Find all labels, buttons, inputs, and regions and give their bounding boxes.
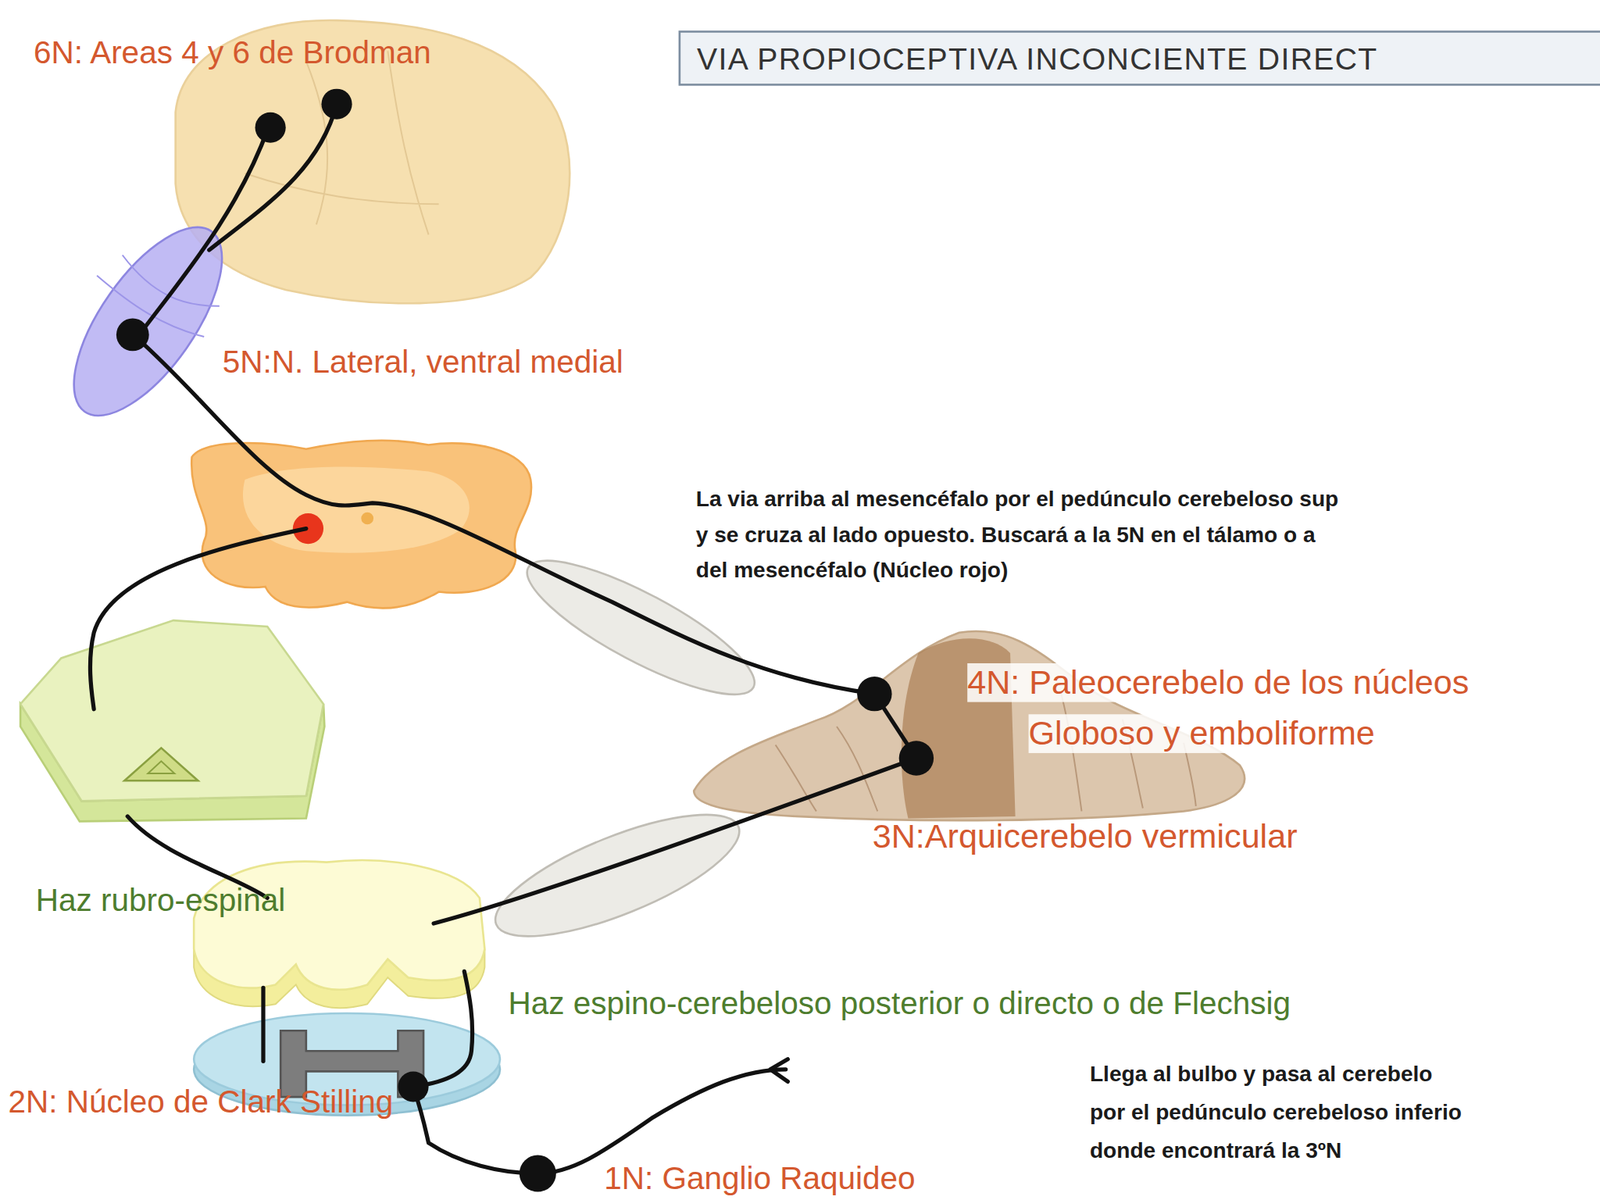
neuron-label: 6N: Areas 4 y 6 de Brodman: [33, 34, 432, 72]
neuron-body: [397, 1071, 429, 1102]
midbrain-inner: [242, 467, 470, 554]
note-text: por el pedúnculo cerebeloso inferio: [1089, 1100, 1462, 1125]
neuron-label: 3N:Arquicerebelo vermicular: [872, 817, 1298, 857]
note-text: Llega al bulbo y pasa al cerebelo: [1089, 1062, 1433, 1088]
neuron-body: [321, 89, 352, 120]
neuron-body: [255, 112, 286, 143]
note-text: del mesencéfalo (Núcleo rojo): [696, 557, 1008, 583]
neuron-body: [857, 676, 892, 711]
neuron-label: 5N:N. Lateral, ventral medial: [222, 343, 624, 381]
neuron-label: 1N: Ganglio Raquideo: [603, 1160, 915, 1197]
thalamus-fibers: [96, 255, 220, 337]
root-fiber: [413, 1069, 786, 1174]
pyramid-symbol: [124, 747, 198, 781]
note-text: donde encontrará la 3ºN: [1089, 1139, 1342, 1165]
inferior-peduncle: [482, 790, 754, 961]
neuron-label: 4N: Paleocerebelo de los núcleos: [967, 663, 1469, 703]
tract-label: Haz rubro-espinal: [35, 882, 286, 920]
neuron-bodies: [116, 89, 934, 1193]
dentatothalamic-fiber: [137, 339, 875, 695]
spinal-fiber: [413, 971, 473, 1087]
neuron-body: [116, 318, 150, 352]
tract-label: Haz espino-cerebeloso posterior o direct…: [507, 985, 1291, 1023]
note-text: y se cruza al lado opuesto. Buscará a la…: [696, 522, 1316, 548]
thalamocortical-fiber: [137, 127, 268, 337]
title-box: VIA PROPIOCEPTIVA INCONCIENTE DIRECT: [678, 30, 1600, 86]
midbrain: [191, 440, 532, 609]
rubrospinal-fiber: [89, 528, 306, 710]
rubrospinal-fiber: [260, 987, 265, 1061]
neuron-label: Globoso y emboliforme: [1028, 714, 1375, 754]
spinocerebellar-fiber: [433, 757, 917, 924]
note-text: La via arriba al mesencéfalo por el pedú…: [696, 486, 1339, 512]
neuron-body: [899, 740, 934, 775]
neuron-body: [519, 1155, 557, 1193]
receptor-fork: [770, 1059, 788, 1083]
midbrain-dot: [360, 512, 374, 525]
thalamocortical-fiber: [209, 103, 337, 250]
medulla: [20, 620, 324, 801]
pyramid-inner: [147, 760, 175, 774]
neuron-label: 2N: Núcleo de Clark Stilling: [7, 1083, 393, 1121]
title-text: VIA PROPIOCEPTIVA INCONCIENTE DIRECT: [696, 42, 1378, 77]
brain-sulcus: [244, 50, 439, 235]
